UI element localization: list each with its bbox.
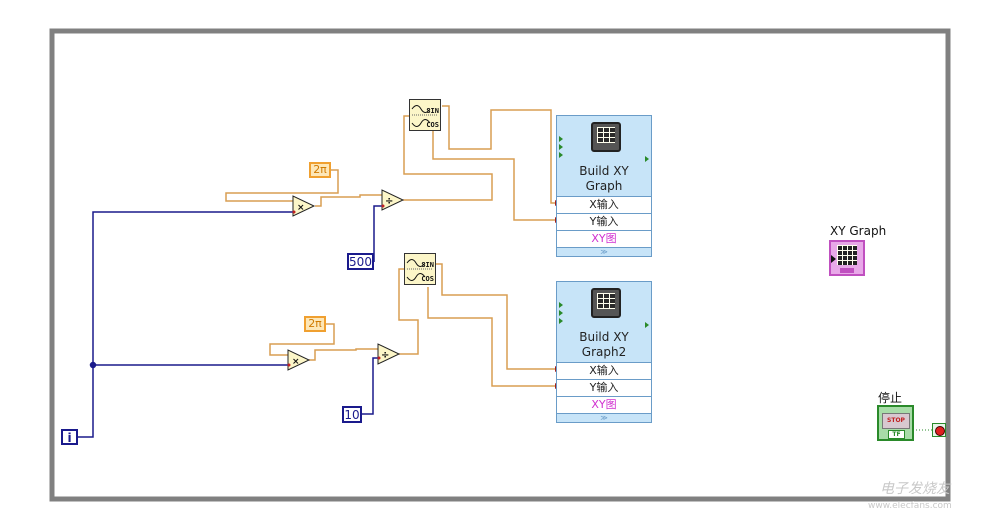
xy-graph-indicator[interactable] — [829, 240, 865, 276]
multiply-node-top[interactable]: × — [292, 195, 316, 217]
cos-label: COS — [421, 275, 434, 283]
sine-cosine-node-top[interactable]: SIN COS — [409, 99, 441, 131]
x-input-terminal[interactable]: X输入 — [557, 196, 651, 213]
xy-graph-icon — [591, 288, 621, 318]
build-xy-graph-node[interactable]: Build XY Graph X输入 Y输入 XY图 ≫ — [556, 115, 652, 257]
multiply-glyph: × — [292, 357, 300, 367]
stop-label: 停止 — [878, 391, 903, 405]
sine-cosine-node-bottom[interactable]: SIN COS — [404, 253, 436, 285]
sine-cosine-icon — [406, 259, 433, 281]
float-wires — [225, 105, 557, 387]
while-loop-frame — [49, 28, 951, 502]
divide-glyph: ÷ — [381, 350, 389, 361]
stop-if-true-icon — [935, 426, 945, 436]
divide-glyph: ÷ — [385, 196, 393, 207]
y-input-terminal[interactable]: Y输入 — [557, 379, 651, 396]
cos-label: COS — [426, 121, 439, 129]
build-xy-graph2-node[interactable]: Build XY Graph2 X输入 Y输入 XY图 ≫ — [556, 281, 652, 423]
node-title: Build XY Graph2 — [579, 330, 629, 359]
xy-graph-icon — [837, 245, 857, 265]
boolean-tf-badge: TF — [888, 430, 905, 439]
sin-label: SIN — [421, 261, 434, 269]
loop-condition-terminal[interactable] — [932, 423, 946, 437]
two-pi-constant-top[interactable]: 2π — [309, 162, 331, 178]
divisor-constant-500[interactable]: 500 — [347, 253, 374, 270]
xy-graph-icon — [591, 122, 621, 152]
two-pi-constant-bottom[interactable]: 2π — [304, 316, 326, 332]
sine-cosine-icon — [411, 105, 438, 127]
xy-output-terminal[interactable]: XY图 — [557, 230, 651, 247]
multiply-node-bottom[interactable]: × — [287, 349, 311, 371]
divide-node-bottom[interactable]: ÷ — [377, 343, 401, 365]
divisor-constant-10[interactable]: 10 — [342, 406, 362, 423]
x-input-terminal[interactable]: X输入 — [557, 362, 651, 379]
divide-node-top[interactable]: ÷ — [381, 189, 405, 211]
y-input-terminal[interactable]: Y输入 — [557, 213, 651, 230]
watermark-text: 电子发烧友 — [880, 481, 950, 497]
iteration-terminal: i — [61, 429, 78, 445]
iteration-wires — [78, 205, 383, 438]
watermark-url: www.elecfans.com — [868, 501, 952, 511]
sin-label: SIN — [426, 107, 439, 115]
multiply-glyph: × — [297, 203, 305, 213]
xy-output-terminal[interactable]: XY图 — [557, 396, 651, 413]
expand-chevron-icon[interactable]: ≫ — [557, 413, 651, 422]
xy-graph-label: XY Graph — [830, 224, 887, 238]
stop-button-face: STOP — [882, 413, 910, 429]
stop-button-control[interactable]: STOP TF — [877, 405, 914, 441]
node-title: Build XY Graph — [579, 164, 629, 193]
expand-chevron-icon[interactable]: ≫ — [557, 247, 651, 256]
input-arrow-icon — [831, 255, 836, 263]
